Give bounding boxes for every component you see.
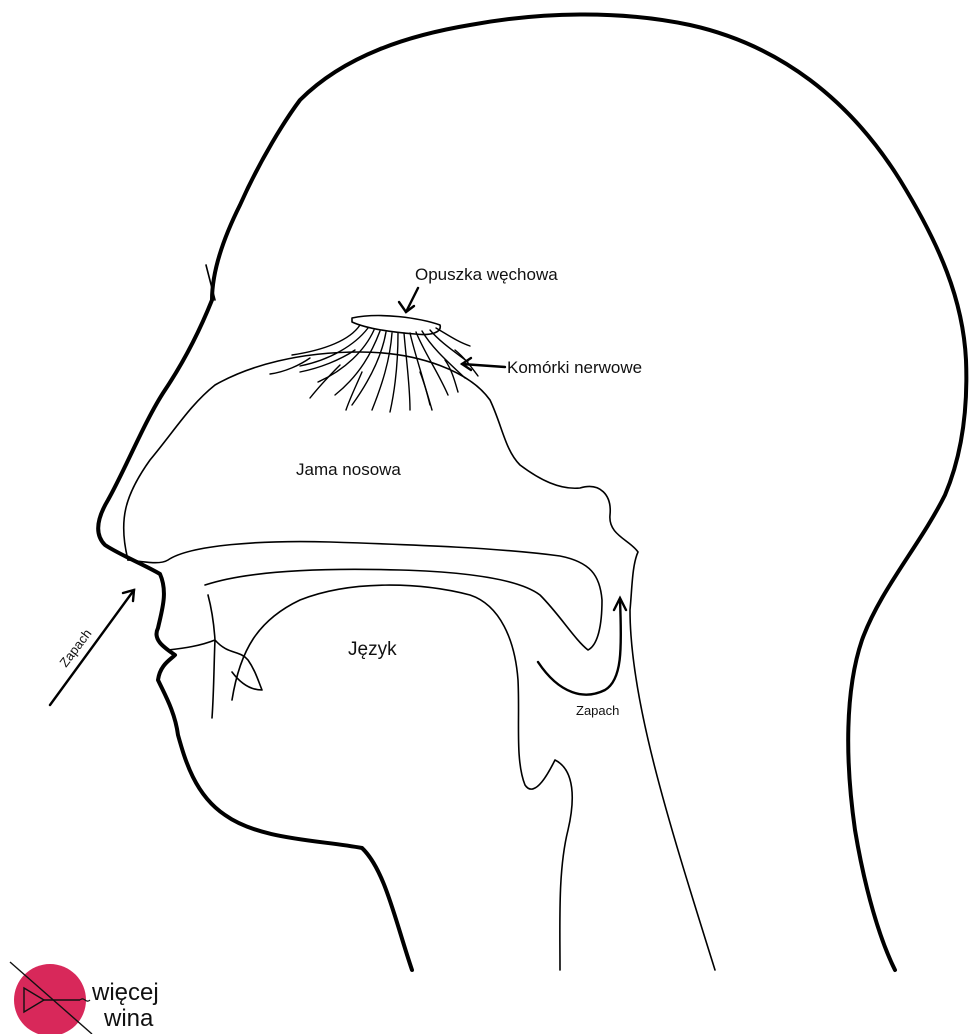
arrow-smell-back [538, 598, 626, 695]
logo-text-line2: wina [103, 1005, 154, 1032]
arrow-nerves [462, 358, 505, 370]
nasal-cavity-outline [124, 352, 715, 970]
arrow-smell-front [50, 590, 134, 705]
arrow-bulb [399, 288, 418, 312]
label-nasal-cavity: Jama nosowa [296, 460, 401, 479]
label-smell-front: Zapach [56, 626, 94, 670]
head-outline [98, 14, 966, 970]
palate-outline [128, 542, 602, 650]
upper-teeth [168, 595, 262, 718]
logo-text-line1: więcej [91, 979, 159, 1006]
label-tongue: Język [348, 639, 397, 660]
wiecej-wina-logo: więcej wina [10, 962, 159, 1034]
tongue-outline [232, 585, 572, 970]
label-smell-back: Zapach [576, 703, 619, 718]
label-nerve-cells: Komórki nerwowe [507, 358, 642, 377]
label-olfactory-bulb: Opuszka węchowa [415, 265, 558, 284]
